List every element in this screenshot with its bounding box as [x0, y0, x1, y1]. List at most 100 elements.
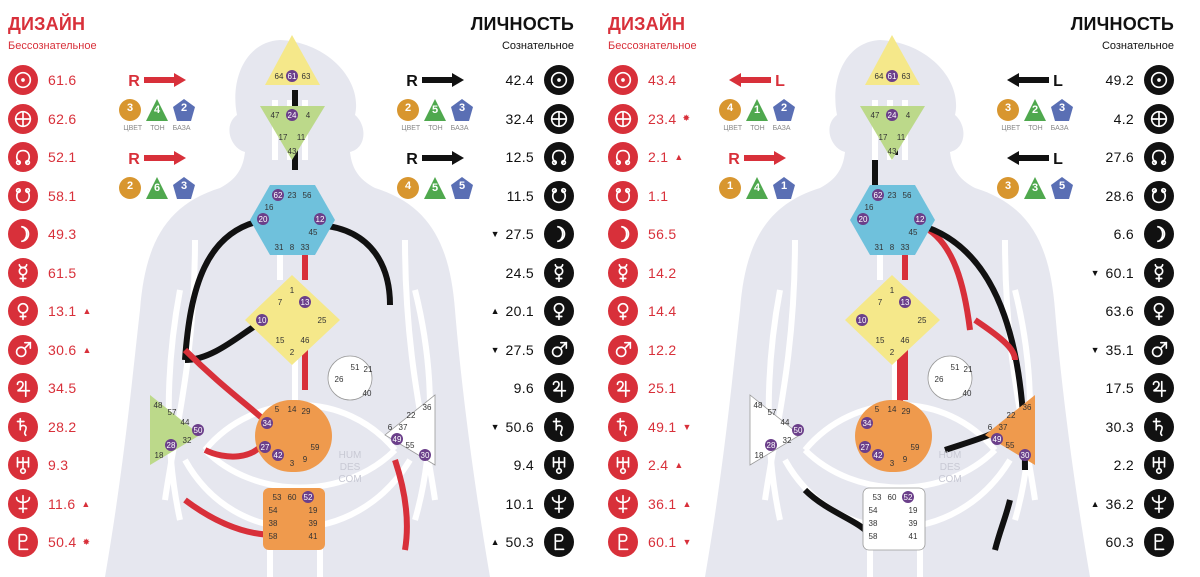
gate-number: 53 [273, 493, 282, 502]
gate-number: 44 [781, 418, 790, 427]
mercury-icon [8, 257, 38, 288]
gate-number: 23 [888, 191, 897, 200]
activated-gate-marker [299, 296, 311, 308]
saturn-icon [608, 411, 638, 442]
variable-label: ТОН [1028, 125, 1043, 132]
design-row: 12.2 [608, 334, 682, 365]
design-value: 13.1 [48, 303, 77, 319]
design-mark: ▲ [674, 460, 684, 470]
gate-number: 15 [276, 336, 285, 345]
direction-letter: R [128, 73, 140, 90]
personality-value: 63.6 [1105, 303, 1134, 319]
channel-line [162, 239, 438, 501]
personality-value: 6.6 [1113, 226, 1134, 242]
gate-number: 29 [902, 407, 911, 416]
personality-mark: ▲ [490, 306, 500, 316]
variable-value: 4 [753, 182, 761, 194]
north-node-icon [8, 142, 38, 172]
variable-value: 5 [431, 104, 439, 116]
design-value: 36.1 [648, 495, 677, 512]
personality-value: 9.4 [513, 457, 534, 473]
gate-number: 20 [859, 215, 868, 224]
gate-number: 24 [288, 111, 297, 120]
activated-gate-marker [792, 424, 804, 436]
gate-number: 48 [754, 401, 763, 410]
design-row: 28.2 [8, 411, 82, 442]
channel-line [762, 239, 1038, 501]
activated-gate-marker [256, 314, 268, 326]
north-node-icon [608, 142, 638, 172]
personality-row: ▼50.6 [490, 411, 574, 442]
personality-row: 17.5 [1100, 373, 1174, 403]
activated-gate-marker [902, 491, 914, 503]
direction-arrow: R [128, 72, 186, 92]
gate-number: 16 [865, 203, 874, 212]
gate-number: 56 [303, 191, 312, 200]
jupiter-icon [544, 373, 574, 403]
neptune-icon [608, 488, 638, 519]
direction-letter: R [406, 73, 418, 90]
activated-gate-marker [914, 213, 926, 225]
design-value: 14.2 [648, 264, 677, 281]
gate-number: 59 [911, 443, 920, 452]
gate-number: 1 [290, 286, 295, 295]
gate-number: 12 [316, 215, 325, 224]
design-row: 14.4 [608, 296, 682, 326]
gate-number: 54 [869, 506, 878, 515]
gate-number: 51 [951, 363, 960, 372]
personality-mark: ▼ [490, 421, 500, 432]
pentagon-shape: 3 [172, 176, 196, 200]
sun-icon [1144, 65, 1174, 95]
mercury-icon [544, 257, 574, 288]
design-mark: ▼ [682, 537, 692, 547]
design-row: 36.1▲ [608, 488, 691, 519]
design-value: 14.4 [648, 303, 677, 319]
design-row: 14.2 [608, 257, 682, 288]
gate-number: 62 [274, 191, 283, 200]
gate-number: 10 [258, 316, 267, 325]
variable-value: 1 [753, 104, 761, 116]
design-row: 49.3 [8, 219, 82, 249]
design-value: 11.6 [48, 495, 76, 512]
solar-plexus-center [985, 395, 1035, 465]
personality-row: ▼27.5 [491, 334, 574, 365]
gate-number: 36 [423, 403, 432, 412]
design-value: 50.4 [48, 534, 77, 550]
venus-icon [1144, 296, 1174, 326]
mars-icon [608, 334, 638, 365]
design-value: 30.6 [48, 341, 77, 358]
heart-center [327, 355, 373, 401]
gate-number: 41 [309, 532, 318, 541]
south-node-icon [8, 180, 38, 211]
gate-number: 39 [309, 519, 318, 528]
variable-value: 2 [180, 102, 188, 114]
personality-row: 6.6 [1108, 219, 1174, 249]
design-value: 2.1 [648, 149, 669, 165]
gate-number: 34 [263, 419, 272, 428]
personality-row: 10.1 [500, 488, 574, 519]
activated-gate-marker [259, 441, 271, 453]
gate-number: 59 [311, 443, 320, 452]
gate-number: 27 [261, 443, 270, 452]
direction-letter: R [728, 151, 740, 168]
ajna-center [860, 106, 925, 160]
variable-value: 2 [404, 102, 412, 114]
design-value: 61.5 [48, 264, 77, 281]
personality-mark: ▼ [490, 229, 500, 239]
mars-icon [544, 334, 574, 365]
design-title: ДИЗАЙН [608, 14, 686, 34]
activated-gate-marker [1019, 449, 1031, 461]
gate-number: 16 [265, 203, 274, 212]
direction-arrow: R [406, 150, 464, 170]
gate-number: 13 [301, 298, 310, 307]
variable-value: 2 [1031, 104, 1039, 116]
triangle-shape: 4 [145, 98, 169, 122]
design-row: 30.6▲ [8, 334, 91, 365]
arrow-icon [421, 72, 464, 92]
